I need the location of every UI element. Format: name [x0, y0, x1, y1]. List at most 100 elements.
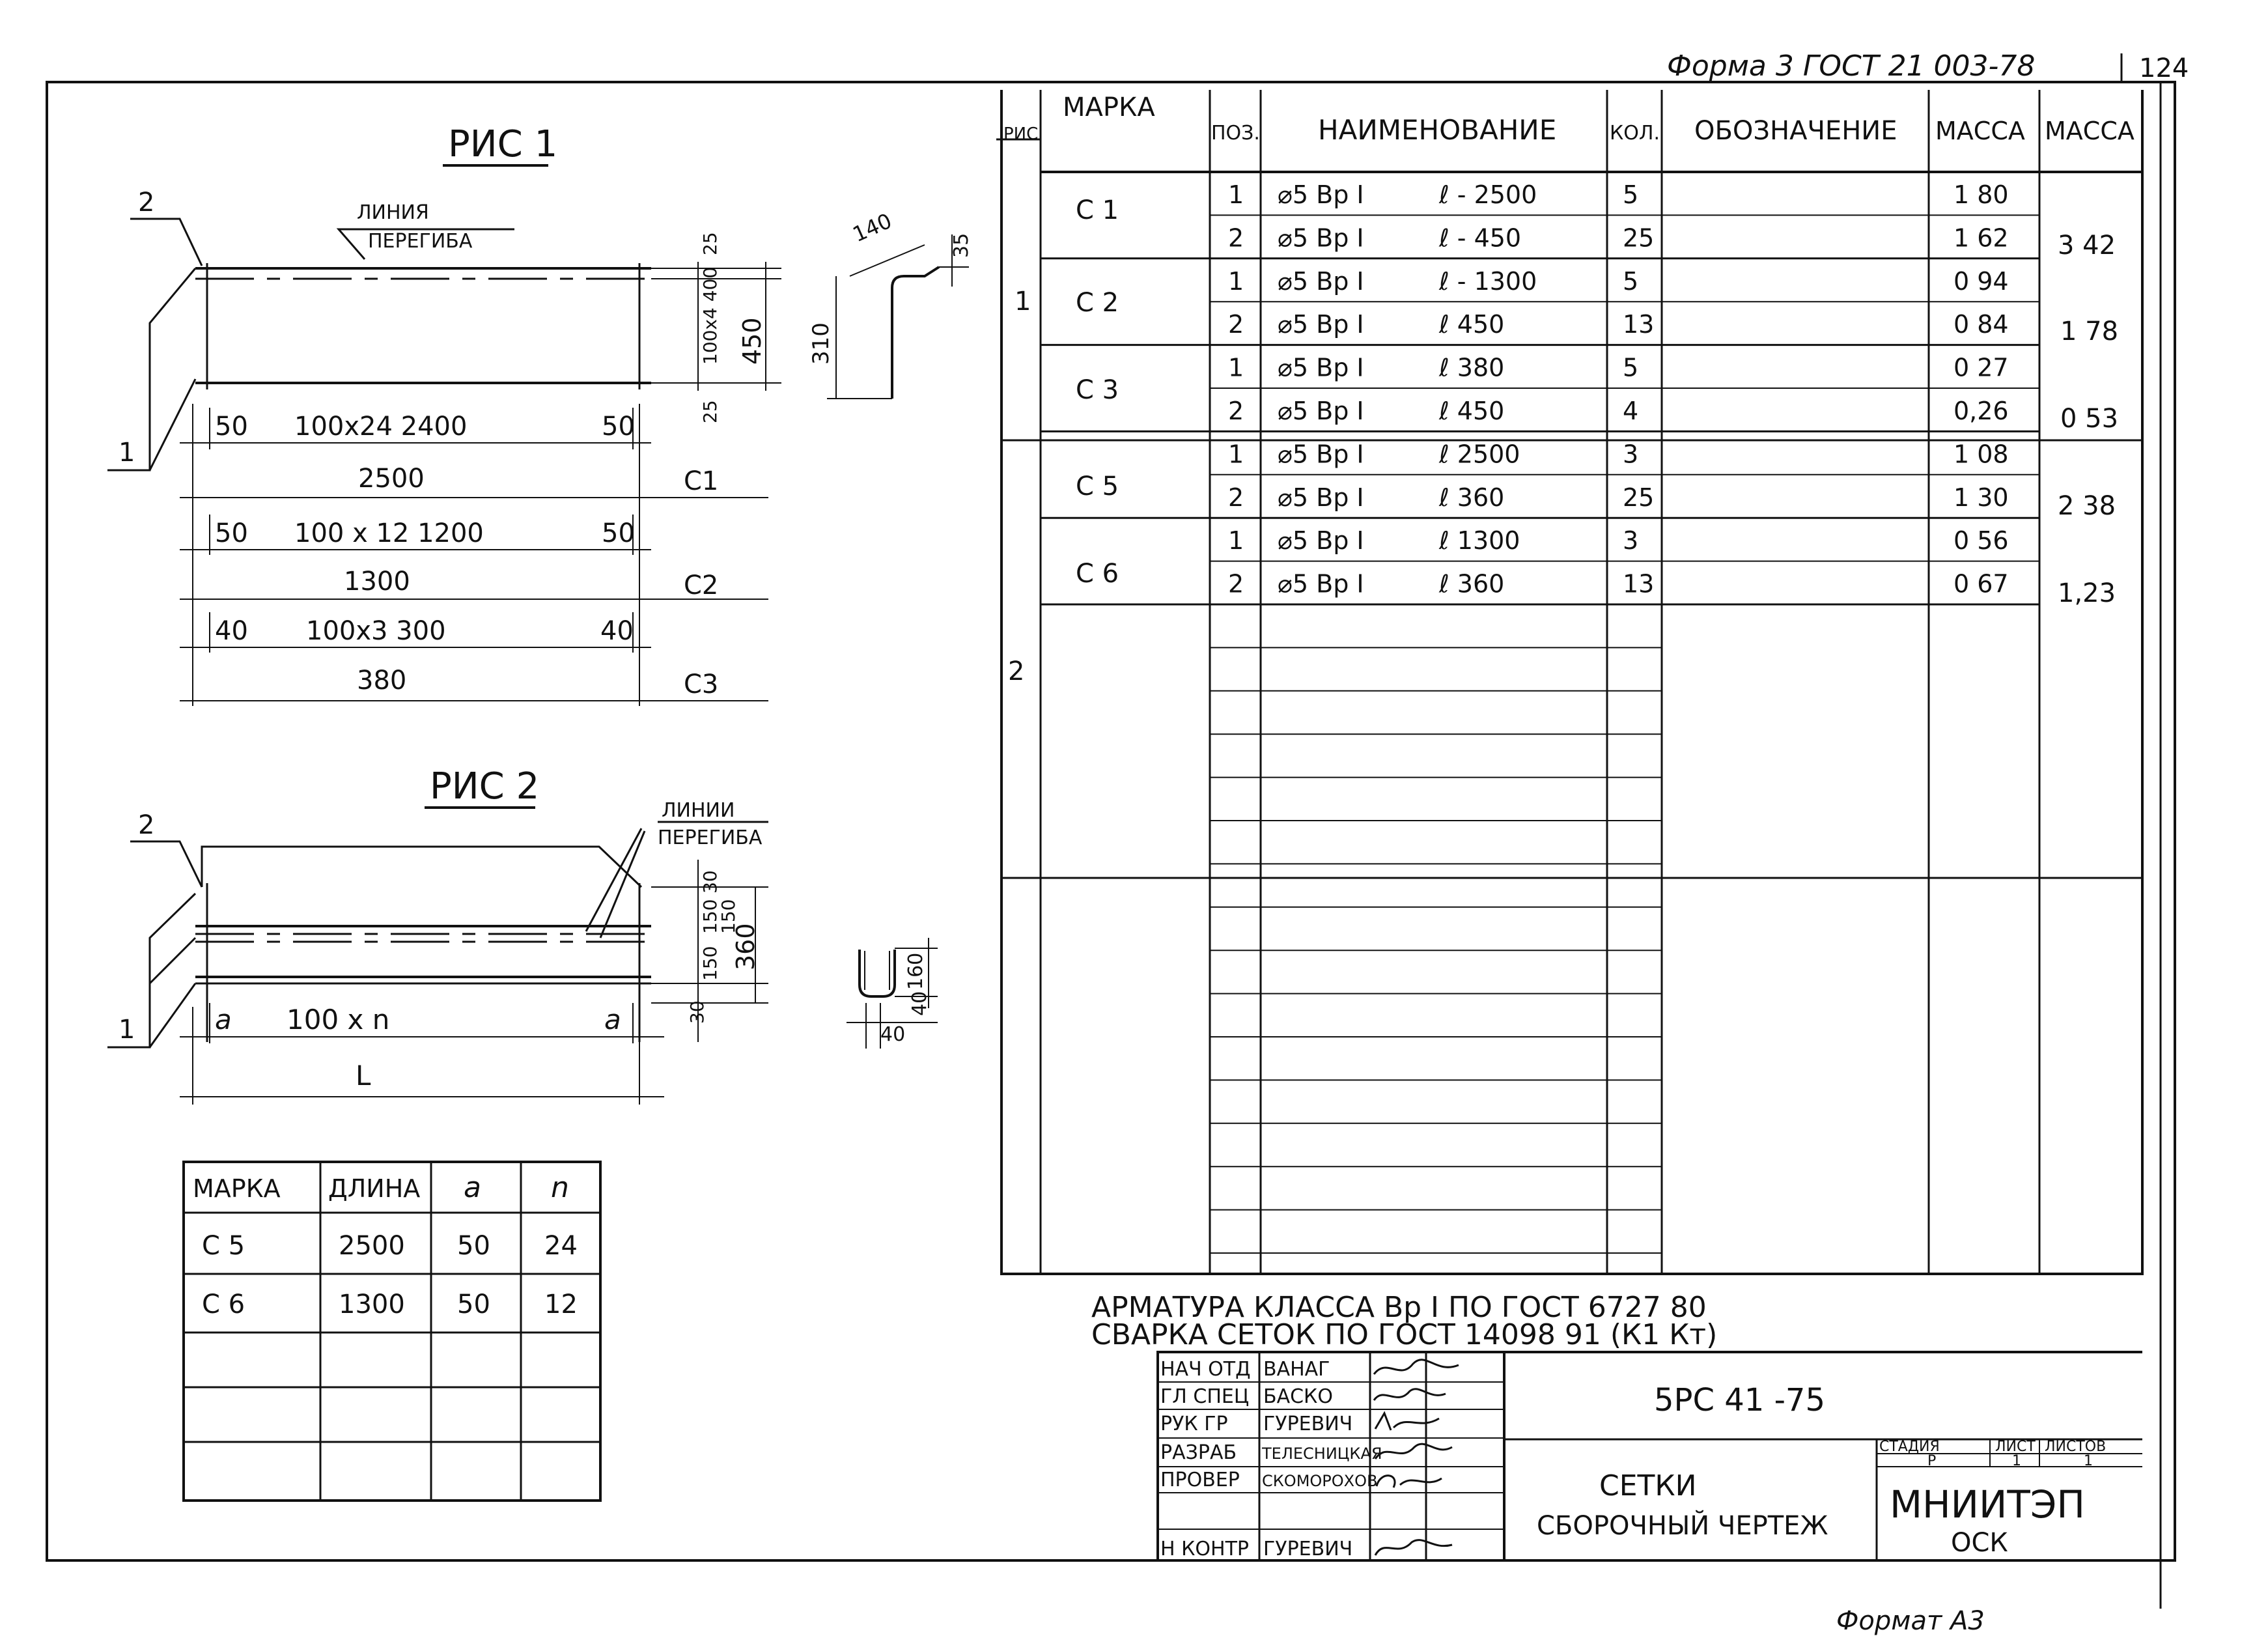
c1-dim-end-right: 50	[602, 412, 635, 442]
spec-cell-length: ℓ - 1300	[1438, 267, 1537, 296]
profile-2-dim-width: 40	[880, 1023, 905, 1046]
c2-dim-end-left: 50	[215, 518, 248, 548]
spec-header-qty: КОЛ.	[1610, 122, 1660, 145]
title-block: НАЧ ОТД ГЛ СПЕЦ РУК ГР РАЗРАБ ПРОВЕР Н К…	[1156, 1351, 2142, 1560]
profile-1-dim-lip: 35	[950, 233, 973, 258]
spec-table-frame	[1000, 90, 2144, 1275]
mesh-table-cell: C 6	[202, 1290, 245, 1319]
figure-1-bend-label-2: ПЕРЕГИБА	[368, 230, 473, 253]
tb-signature	[1374, 1539, 1453, 1556]
profile-2-shape	[858, 950, 896, 998]
spec-cell-qty: 4	[1623, 397, 1638, 425]
c3-dim-middle: 100x3 300	[306, 616, 446, 646]
spec-total-mass: 0 53	[2060, 404, 2118, 434]
spec-cell-qty: 5	[1623, 267, 1638, 296]
figure-2-title: РИС 2	[430, 765, 539, 808]
figure-2-dim-end-left: a	[215, 1004, 232, 1036]
tb-signature	[1375, 1474, 1442, 1488]
figure-2-dim-length: L	[356, 1060, 371, 1092]
spec-cell-qty: 5	[1623, 180, 1638, 209]
c3-dim-end-left: 40	[215, 616, 248, 646]
figure-2-dim-right-a: 150	[718, 899, 739, 934]
spec-cell-pos: 2	[1228, 310, 1244, 339]
spec-cell-mass: 0 84	[1953, 310, 2009, 339]
tb-role: ПРОВЕР	[1160, 1469, 1240, 1491]
c1-dim-end-left: 50	[215, 412, 248, 442]
profile-2-dim-height: 160	[904, 953, 927, 990]
tb-doc-title-2: СБОРОЧНЫЙ ЧЕРТЕЖ	[1537, 1510, 1828, 1541]
figure-2: РИС 2 ЛИНИИ ПЕРЕГИБА 2 1 30 150 150 30 1…	[107, 765, 938, 1105]
tb-role: Н КОНТР	[1160, 1538, 1249, 1560]
figure-2-dim-top: 30	[699, 870, 721, 894]
spec-cell-length: ℓ - 450	[1438, 223, 1521, 252]
sheet-format: Формат А3	[1836, 1606, 1985, 1636]
spec-cell-pos: 2	[1228, 483, 1244, 512]
figure-2-dim-middle: 100 x n	[287, 1004, 389, 1036]
figure-2-bend-label-2: ПЕРЕГИБА	[658, 826, 763, 849]
spec-mark: C 2	[1076, 288, 1119, 318]
c2-dim-end-right: 50	[602, 518, 635, 548]
tb-doc-title-1: СЕТКИ	[1599, 1469, 1697, 1502]
figure-2-callout-2: 2	[138, 810, 154, 840]
spec-cell-pos: 1	[1228, 354, 1244, 382]
spec-mark: C 5	[1076, 472, 1119, 501]
mesh-table-cell: 2500	[339, 1231, 405, 1261]
mesh-table-header-a: a	[464, 1171, 481, 1204]
spec-fig-label: 1	[1015, 287, 1031, 317]
mesh-table-header-n: n	[551, 1171, 569, 1204]
mesh-table-cell: 12	[544, 1290, 578, 1319]
note-line-1: АРМАТУРА КЛАССА Вр I ПО ГОСТ 6727 80	[1091, 1291, 1707, 1324]
figure-2-leader-1b	[148, 937, 197, 985]
spec-total-mass: 1,23	[2058, 578, 2116, 608]
spec-cell-mass: 1 62	[1953, 223, 2009, 252]
profile-2-dim-lip: 40	[908, 991, 931, 1016]
c2-mark: C2	[684, 571, 718, 600]
spec-mark: C 1	[1076, 195, 1119, 225]
spec-cell-pos: 2	[1228, 570, 1244, 599]
spec-cell-length: ℓ 360	[1438, 483, 1504, 512]
page-number: 124	[2139, 53, 2189, 83]
spec-cell-mass: 0 27	[1953, 354, 2009, 382]
figure-2-bend-leader-b	[599, 830, 646, 938]
figure-2-callout-1: 1	[119, 1015, 135, 1045]
figure-2-bend-label-1: ЛИНИИ	[662, 799, 735, 822]
spec-cell-length: ℓ 360	[1438, 570, 1504, 599]
spec-cell-pos: 1	[1228, 440, 1244, 468]
c3-dim-end-right: 40	[600, 616, 634, 646]
c1-mark: C1	[684, 466, 718, 496]
spec-header-name: НАИМЕНОВАНИЕ	[1318, 114, 1556, 146]
tb-signature	[1374, 1411, 1440, 1431]
spec-total-mass: 3 42	[2058, 231, 2116, 261]
tb-role: ГЛ СПЕЦ	[1160, 1385, 1249, 1408]
spec-cell-qty: 13	[1623, 570, 1654, 599]
spec-cell-mass: 1 08	[1953, 440, 2009, 468]
tb-name: ВАНАГ	[1263, 1358, 1330, 1381]
profile-1-dim-width-line	[849, 244, 925, 277]
spec-cell-length: ℓ 1300	[1438, 526, 1520, 555]
tb-doc-code: 5РС 41 -75	[1654, 1382, 1825, 1418]
mesh-table-cell: 50	[457, 1231, 490, 1261]
c3-mark: C3	[684, 670, 718, 699]
figure-2-dim-total-value: 360	[731, 923, 760, 970]
mesh-table: МАРКА ДЛИНА a n C 5 2500 50 24 C 6 1300 …	[182, 1161, 602, 1502]
spec-mark: C 3	[1076, 375, 1119, 405]
figure-1-leader-2	[130, 218, 203, 266]
spec-cell-length: ℓ 450	[1438, 397, 1504, 425]
spec-cell-name: ⌀5 Вр I	[1278, 526, 1364, 555]
figure-2-leader-1c	[148, 983, 197, 1048]
spec-header-mass: МАССА	[1935, 117, 2025, 145]
spec-header-mark: МАРКА	[1063, 92, 1155, 122]
tb-name: БАСКО	[1263, 1385, 1333, 1408]
tb-stage-label: СТАДИЯ	[1879, 1439, 1940, 1455]
figure-1-dim-side-total: 450	[738, 317, 766, 365]
spec-mark: C 6	[1076, 559, 1119, 589]
spec-cell-mass: 0 56	[1953, 526, 2009, 555]
figure-1-title: РИС 1	[448, 123, 557, 165]
figure-2-bend-leader-a	[585, 828, 643, 932]
spec-header-total-mass: МАССА	[2045, 117, 2135, 145]
tb-sheet-label: ЛИСТ	[1995, 1439, 2036, 1455]
spec-table: РИС МАРКА ПОЗ. НАИМЕНОВАНИЕ КОЛ. ОБОЗНАЧ…	[996, 90, 2144, 1275]
tb-name: ГУРЕВИЧ	[1263, 1538, 1352, 1560]
